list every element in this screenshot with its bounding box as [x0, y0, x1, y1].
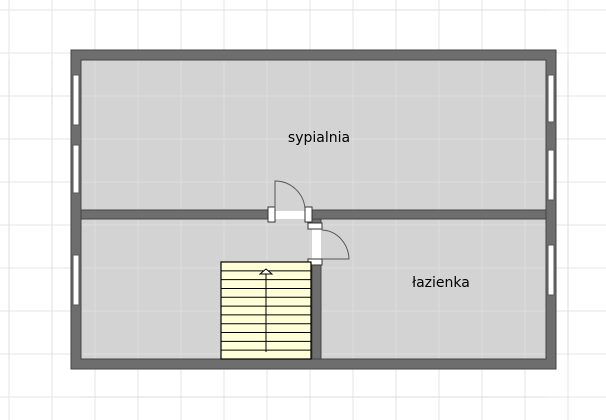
door-lazienka[interactable] — [307, 222, 350, 266]
door-frame-top — [307, 222, 323, 230]
room-label-lazienka[interactable]: łazienka — [412, 275, 470, 291]
room-floor-lazienka[interactable] — [321, 219, 546, 359]
door-swing-icon — [274, 180, 306, 210]
door-frame-right — [304, 206, 313, 223]
room-label-sypialnia[interactable]: sypialnia — [288, 130, 350, 146]
door-frame-left — [267, 206, 276, 223]
partition-wall-right[interactable] — [307, 209, 547, 220]
window[interactable] — [72, 74, 80, 126]
room-floor-sypialnia[interactable] — [81, 60, 546, 210]
windows — [72, 74, 555, 306]
window[interactable] — [547, 149, 555, 201]
bathroom-wall[interactable] — [311, 261, 322, 360]
window[interactable] — [72, 144, 80, 194]
door-sypialnia[interactable] — [267, 180, 313, 223]
arrow-up-icon — [258, 268, 274, 275]
outer-wall[interactable] — [70, 49, 557, 370]
staircase[interactable] — [220, 261, 312, 360]
partition-wall-left[interactable] — [80, 209, 271, 220]
door-opening — [312, 227, 321, 260]
window[interactable] — [547, 74, 555, 123]
door-opening — [275, 211, 306, 219]
door-swing-icon — [321, 229, 350, 260]
floor-grid — [8, 9, 569, 398]
window[interactable] — [72, 254, 80, 306]
window[interactable] — [547, 244, 555, 296]
